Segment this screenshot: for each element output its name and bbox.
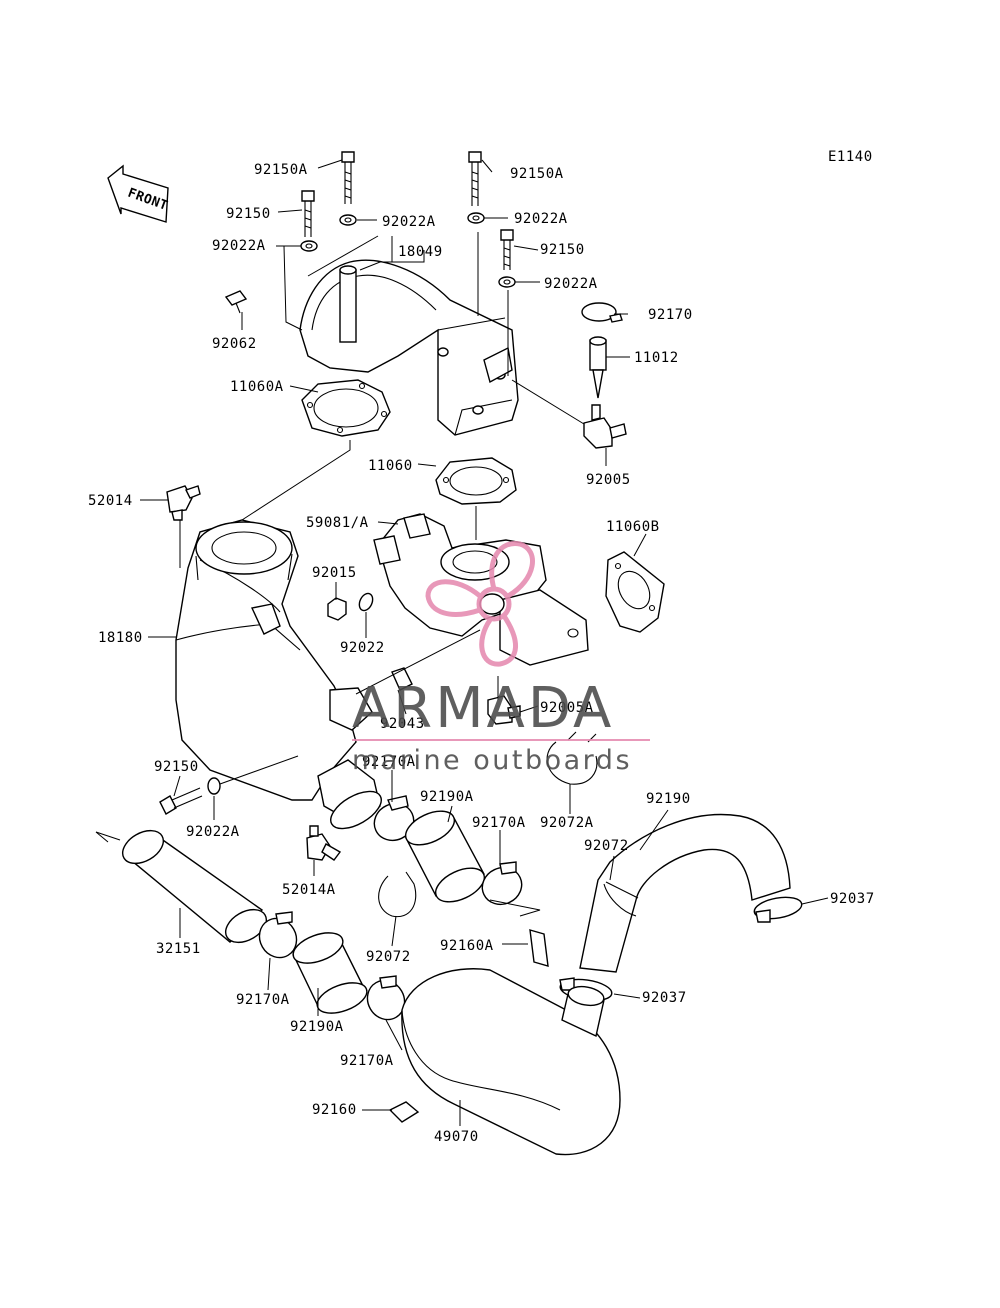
label-92160a: 92160A xyxy=(440,938,494,954)
washer-92022a-right-1 xyxy=(467,212,485,224)
diagram-code: E1140 xyxy=(828,149,873,165)
hose-clamp-92170a-lower-left xyxy=(258,911,298,959)
washer-92022a-right-2 xyxy=(498,276,516,288)
watermark-brand: ARMADA xyxy=(352,676,614,741)
label-92043: 92043 xyxy=(380,716,425,732)
label-92170a-2: 92170A xyxy=(472,815,526,831)
label-92190a-1: 92190A xyxy=(420,789,474,805)
propeller-logo-icon xyxy=(425,541,535,667)
gasket-11060b xyxy=(605,551,665,633)
washer-92022a-lower xyxy=(207,777,221,795)
hose-92190a-lower xyxy=(292,932,368,1014)
exhaust-manifold-18049 xyxy=(299,259,519,436)
label-92170a-1: 92170A xyxy=(362,754,416,770)
label-92170a-3: 92170A xyxy=(236,992,290,1008)
label-92022a-center: 92022A xyxy=(382,214,436,230)
label-92072-r: 92072 xyxy=(584,838,629,854)
plate-92160 xyxy=(388,1101,420,1123)
collar-92043 xyxy=(391,667,413,691)
bolt-92150a-right xyxy=(468,151,482,206)
washer-92022a-left xyxy=(300,240,318,252)
label-92015: 92015 xyxy=(312,565,357,581)
bolt-92150-lower xyxy=(159,787,203,815)
label-92170: 92170 xyxy=(648,307,693,323)
fitting-52014a xyxy=(306,825,342,861)
expansion-chamber-18180 xyxy=(175,519,382,830)
leader-lines xyxy=(95,159,829,1126)
label-32151: 32151 xyxy=(156,941,201,957)
label-18049: 18049 xyxy=(398,244,443,260)
label-59081: 59081/A xyxy=(306,515,369,531)
gasket-11060 xyxy=(435,457,517,505)
label-92160: 92160 xyxy=(312,1102,357,1118)
fitting-92005 xyxy=(583,404,627,449)
assembly-lines xyxy=(179,379,585,785)
fitting-92005a xyxy=(487,695,521,725)
clamp-92037-right xyxy=(753,896,803,923)
label-92037-b: 92037 xyxy=(642,990,687,1006)
label-92072a: 92072A xyxy=(540,815,594,831)
plug-11012 xyxy=(589,336,607,399)
clip-92072-right xyxy=(603,883,637,917)
label-11060b: 11060B xyxy=(606,519,660,535)
hose-clamp-92170a-bottom xyxy=(366,975,406,1021)
label-92022a-left: 92022A xyxy=(212,238,266,254)
label-92022a-low: 92022A xyxy=(186,824,240,840)
clip-92072-left xyxy=(378,871,417,918)
gasket-11060a xyxy=(301,379,391,437)
hose-clamp-92170 xyxy=(581,302,623,323)
label-92005: 92005 xyxy=(586,472,631,488)
plate-92160a xyxy=(529,929,549,967)
watermark: ARMADA marine outboards xyxy=(352,541,650,776)
label-92170a-4: 92170A xyxy=(340,1053,394,1069)
hose-clamp-92170a-upper xyxy=(373,795,415,842)
label-11012: 11012 xyxy=(634,350,679,366)
washer-92022a-center xyxy=(339,214,357,226)
nut-92015 xyxy=(327,597,347,621)
front-arrow-icon: FRONT xyxy=(107,164,170,223)
hose-92190a-upper xyxy=(405,810,485,903)
bolt-92150a-left xyxy=(341,151,355,204)
label-52014a: 52014A xyxy=(282,882,336,898)
label-92062: 92062 xyxy=(212,336,257,352)
label-92190: 92190 xyxy=(646,791,691,807)
label-92022: 92022 xyxy=(340,640,385,656)
label-92072-l: 92072 xyxy=(366,949,411,965)
bolt-92150-right xyxy=(500,229,514,270)
label-92005a: 92005A xyxy=(540,700,594,716)
label-92150a-right: 92150A xyxy=(510,166,564,182)
label-49070: 49070 xyxy=(434,1129,479,1145)
part-labels: 92150A 92150A 92150 92022A 92022A 92022A… xyxy=(88,162,875,1145)
label-92150-left: 92150 xyxy=(226,206,271,222)
label-92150-right: 92150 xyxy=(540,242,585,258)
fitting-52014 xyxy=(166,485,201,521)
muffler-49070 xyxy=(401,968,621,1156)
label-92190a-2: 92190A xyxy=(290,1019,344,1035)
label-92150a-left: 92150A xyxy=(254,162,308,178)
label-11060: 11060 xyxy=(368,458,413,474)
stud-92062 xyxy=(224,290,248,314)
label-92022a-right-2: 92022A xyxy=(544,276,598,292)
pipe-92190 xyxy=(579,813,791,973)
washer-92022 xyxy=(358,592,374,612)
tail-pipe-32151 xyxy=(122,829,267,944)
bolt-92150-left xyxy=(301,190,315,237)
label-92037-r: 92037 xyxy=(830,891,875,907)
hose-clamp-92170a-right xyxy=(481,861,523,906)
label-18180: 18180 xyxy=(98,630,143,646)
watermark-tagline: marine outboards xyxy=(352,745,632,776)
label-52014: 52014 xyxy=(88,493,133,509)
label-92150-low: 92150 xyxy=(154,759,199,775)
label-11060a: 11060A xyxy=(230,379,284,395)
label-92022a-right-1: 92022A xyxy=(514,211,568,227)
